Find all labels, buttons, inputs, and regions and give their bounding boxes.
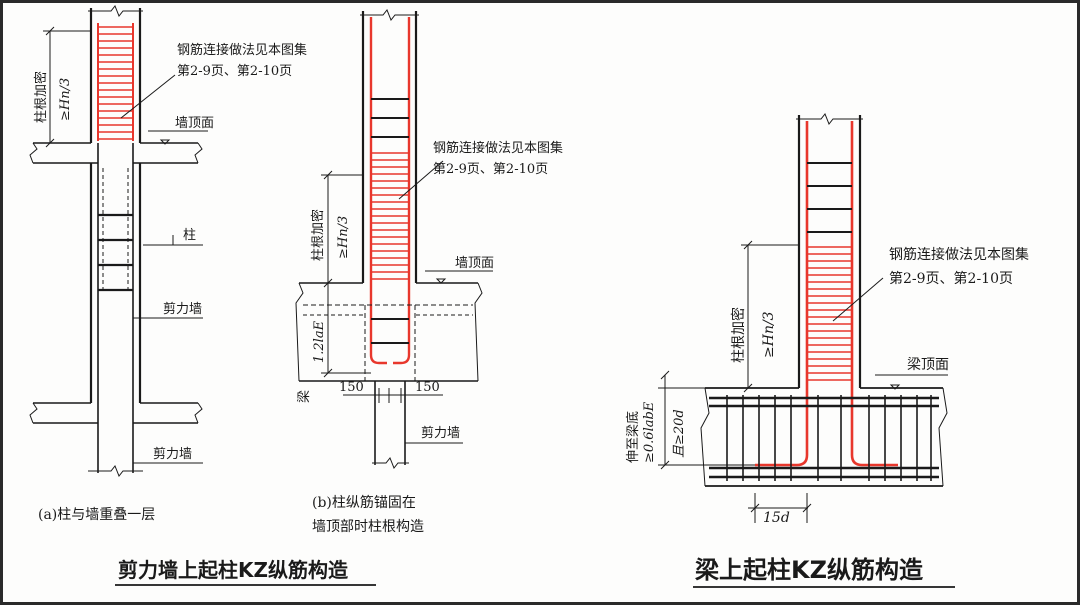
- dense-zone-value: ≥Hn/3: [336, 216, 351, 259]
- shear-wall-label-2: 剪力墙: [153, 446, 192, 462]
- dense-zone-value: ≥Hn/3: [761, 311, 777, 358]
- wall-top-label: 墙顶面: [455, 256, 494, 271]
- subcaption-a: (a)柱与墙重叠一层: [38, 507, 155, 523]
- figure-b: [295, 9, 493, 469]
- dim-right: 150: [415, 380, 440, 395]
- splice-note-line2: 第2-9页、第2-10页: [177, 64, 292, 79]
- dim-left: 150: [339, 380, 364, 395]
- splice-note-line2: 第2-9页、第2-10页: [889, 270, 1013, 287]
- extend-value2: 且≥20d: [672, 409, 687, 458]
- beam-label: 梁: [297, 390, 312, 403]
- shear-wall-label: 剪力墙: [421, 425, 460, 441]
- bend-label: 15d: [763, 510, 790, 526]
- beam-top-label: 梁顶面: [907, 357, 949, 373]
- figure-beam-column-labels: 钢筋连接做法见本图集 第2-9页、第2-10页 柱根加密 ≥Hn/3 梁顶面 伸…: [625, 246, 1029, 526]
- extend-label: 伸至梁底: [625, 411, 641, 463]
- captions: 剪力墙上起柱KZ纵筋构造 梁上起柱KZ纵筋构造: [115, 556, 955, 588]
- dense-zone-label: 柱根加密: [310, 209, 326, 261]
- caption-right: 梁上起柱KZ纵筋构造: [694, 556, 923, 584]
- dense-zone-label: 柱根加密: [33, 71, 49, 123]
- dense-zone-label: 柱根加密: [730, 307, 747, 363]
- anchor-label: 1.2laE: [312, 320, 327, 363]
- dense-zone-value: ≥Hn/3: [58, 78, 73, 121]
- figure-a-labels: 柱根加密 ≥Hn/3 钢筋连接做法见本图集 第2-9页、第2-10页 墙顶面 柱…: [33, 42, 307, 523]
- splice-note-line2: 第2-9页、第2-10页: [433, 162, 548, 177]
- figure-b-labels: 钢筋连接做法见本图集 第2-9页、第2-10页 柱根加密 ≥Hn/3 墙顶面 1…: [297, 140, 563, 535]
- splice-note-line1: 钢筋连接做法见本图集: [177, 42, 307, 58]
- splice-note-line1: 钢筋连接做法见本图集: [889, 246, 1029, 263]
- column-label: 柱: [183, 228, 196, 243]
- construction-detail-drawing: 柱根加密 ≥Hn/3 钢筋连接做法见本图集 第2-9页、第2-10页 墙顶面 柱…: [29, 5, 1029, 588]
- caption-left: 剪力墙上起柱KZ纵筋构造: [118, 558, 349, 582]
- figure-a: [29, 5, 208, 477]
- extend-value1: ≥0.6labE: [642, 401, 657, 463]
- wall-top-label: 墙顶面: [175, 116, 214, 131]
- shear-wall-label-1: 剪力墙: [163, 301, 202, 317]
- figure-beam-column: [658, 113, 948, 523]
- subcaption-b-line1: (b)柱纵筋锚固在: [312, 494, 416, 511]
- subcaption-b-line2: 墙顶部时柱根构造: [312, 519, 424, 535]
- splice-note-line1: 钢筋连接做法见本图集: [433, 140, 563, 156]
